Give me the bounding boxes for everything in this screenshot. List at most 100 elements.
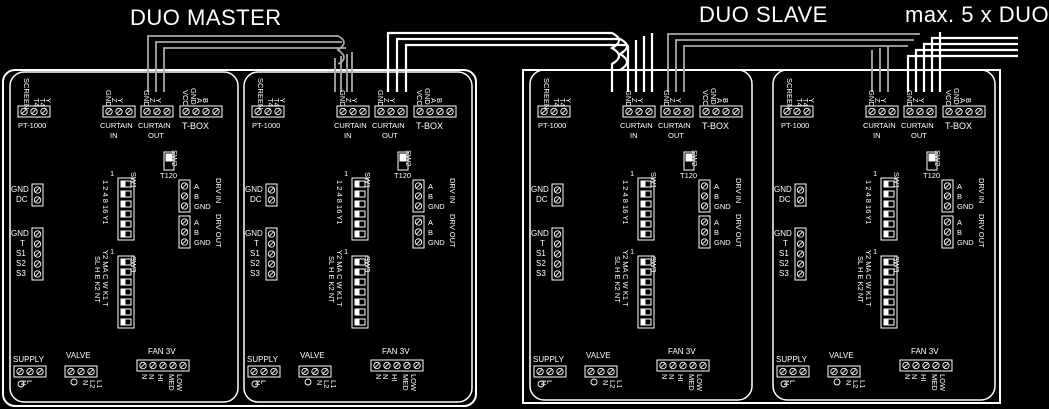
- board-label: Y: [350, 98, 359, 104]
- terminal-block: [780, 105, 814, 118]
- terminal-block: [265, 227, 278, 281]
- terminal-screw: [700, 202, 709, 210]
- terminal-screw: [159, 361, 167, 370]
- board-label: IN: [630, 131, 638, 140]
- board-label: 1 2 4 8 16 Y1: [101, 180, 110, 225]
- board-label: Y: [564, 98, 573, 104]
- terminal-screw-slot: [275, 108, 281, 115]
- board-label: A: [428, 218, 434, 227]
- dip-switch-lever: [120, 278, 126, 286]
- board-label: DC: [16, 195, 28, 204]
- board-label: A: [194, 182, 200, 191]
- terminal-screw: [67, 367, 75, 376]
- board-label: IN: [873, 131, 881, 140]
- board-label: Y: [879, 98, 888, 104]
- terminal-screw-slot: [34, 187, 41, 193]
- dip-switch-lever: [883, 258, 889, 266]
- board-label: Y: [636, 98, 645, 104]
- board-label: T120: [923, 171, 941, 180]
- dip-switch-lever: [354, 298, 360, 306]
- sw3-dip: [637, 255, 655, 329]
- terminal-screw: [546, 367, 554, 376]
- dip-switch-lever: [883, 180, 889, 188]
- terminal-screw-slot: [447, 108, 453, 115]
- terminal-screw-slot: [116, 108, 122, 115]
- terminal-screw-slot: [713, 108, 719, 115]
- board-label: N: [667, 374, 676, 380]
- terminal-screw: [383, 361, 391, 370]
- terminal-screw-slot: [213, 108, 219, 115]
- terminal-block: [31, 227, 44, 281]
- board-label: B: [428, 228, 434, 237]
- board-label: A: [714, 218, 720, 227]
- dip-switch-lever: [354, 258, 360, 266]
- terminal-screw-slot: [784, 108, 790, 115]
- board-label: CURTAIN: [100, 121, 133, 130]
- terminal-screw-slot: [923, 362, 929, 369]
- terminal-screw: [878, 107, 886, 116]
- terminal-screw: [393, 361, 401, 370]
- terminal-screw-slot: [415, 203, 422, 209]
- board-label: Y: [154, 98, 163, 104]
- board-label: T: [783, 239, 788, 248]
- terminal-screw-slot: [360, 108, 366, 115]
- terminal-screw-slot: [181, 229, 188, 235]
- board-label: SUPPLY: [13, 355, 44, 364]
- terminal-screw: [597, 367, 605, 376]
- wiring-diagram: [2, 31, 1018, 407]
- terminal-screw-slot: [701, 183, 708, 189]
- terminal-screw: [793, 107, 801, 116]
- board-label: MED: [401, 374, 410, 391]
- sw2-switch: [163, 151, 175, 171]
- terminal-screw: [943, 202, 952, 210]
- board-label: B: [201, 98, 210, 104]
- terminal-screw-slot: [271, 368, 277, 375]
- terminal-screw: [799, 367, 807, 376]
- board-label: N: [253, 380, 262, 386]
- dip-switch-lever: [883, 190, 889, 198]
- terminal-screw: [416, 107, 424, 116]
- terminal-screw-slot: [944, 219, 951, 225]
- terminal-screw-slot: [21, 108, 27, 115]
- terminal-screw-slot: [780, 368, 786, 375]
- terminal-screw-slot: [34, 241, 41, 247]
- terminal-screw-slot: [340, 108, 346, 115]
- board-label: A: [957, 218, 963, 227]
- terminal-screw: [180, 228, 189, 236]
- terminal-screw-slot: [34, 251, 41, 257]
- terminal-screw: [669, 361, 677, 370]
- board-label: GND: [774, 185, 792, 194]
- terminal-block: [64, 365, 98, 378]
- board-label: S2: [16, 259, 26, 268]
- terminal-screw: [397, 107, 405, 116]
- terminal-screw: [722, 107, 730, 116]
- terminal-screw-slot: [664, 108, 670, 115]
- terminal-screw-slot: [34, 261, 41, 267]
- board-label: SL H E K2 NT: [856, 256, 865, 303]
- dip-switch-lever: [883, 210, 889, 218]
- board-label: N: [19, 380, 28, 386]
- terminal-screw: [40, 107, 48, 116]
- slave-unit-frame: [522, 69, 1001, 404]
- dip-switch-lever: [120, 318, 126, 326]
- board-label: B: [194, 228, 200, 237]
- sw1-dip: [880, 177, 898, 241]
- board-label: LOW: [695, 374, 704, 392]
- board-label: T: [540, 239, 545, 248]
- terminal-screw: [850, 367, 858, 376]
- terminal-screw-slot: [268, 251, 275, 257]
- board-label: S3: [536, 269, 546, 278]
- board-label: B: [435, 98, 444, 104]
- board-label: SW1: [649, 172, 658, 189]
- terminal-block: [698, 179, 711, 213]
- board-label: SW1: [892, 172, 901, 189]
- terminal-screw: [33, 240, 42, 248]
- terminal-screw: [267, 250, 276, 258]
- terminal-screw: [180, 192, 189, 200]
- terminal-screw: [163, 107, 171, 116]
- board-label: DC: [250, 195, 262, 204]
- board-label: T120: [160, 171, 178, 180]
- terminal-screw-slot: [415, 229, 422, 235]
- board-label: S2: [250, 259, 260, 268]
- terminal-screw-slot: [268, 197, 275, 203]
